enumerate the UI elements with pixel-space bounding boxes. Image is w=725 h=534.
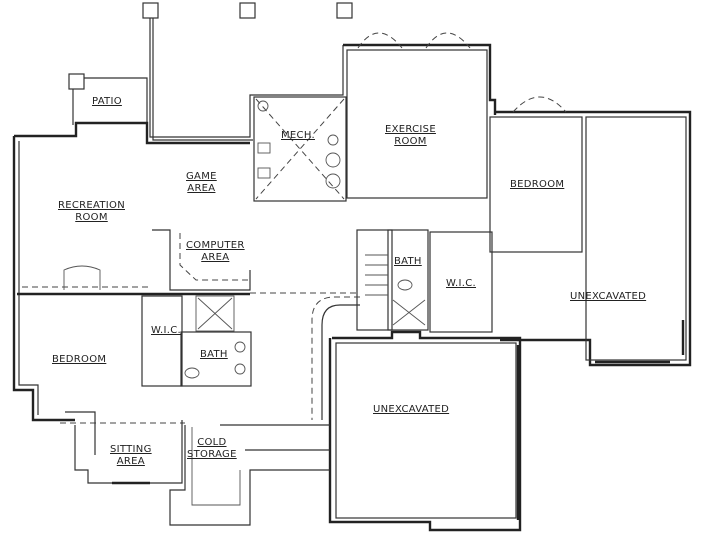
room-label-bedroom-east: BEDROOM [510, 179, 565, 190]
label-line: AREA [116, 456, 145, 467]
label-line: COLD [197, 437, 227, 448]
room-label-wic-center: W.I.C. [446, 278, 477, 289]
label-line: ROOM [75, 212, 108, 223]
room-label-wic-west: W.I.C. [151, 325, 182, 336]
room-label-unexcavated-east: UNEXCAVATED [570, 291, 647, 302]
label-line: COMPUTER [186, 240, 245, 251]
label-line: ROOM [394, 136, 427, 147]
label-line: AREA [201, 252, 230, 263]
label-line: STORAGE [187, 449, 237, 460]
room-label-patio: PATIO [92, 96, 122, 107]
room-label-bedroom-west: BEDROOM [52, 354, 107, 365]
room-label-bath-west: BATH [200, 349, 228, 360]
room-label-bath-center: BATH [394, 256, 422, 267]
column-post [142, 2, 159, 19]
label-line: EXERCISE [385, 124, 436, 135]
label-line: SITTING [110, 444, 152, 455]
room-label-mech: MECH. [281, 130, 315, 141]
column-post [239, 2, 256, 19]
column-post [336, 2, 353, 19]
column-post [68, 73, 85, 90]
label-line: RECREATION [58, 200, 125, 211]
room-label-unexcavated-south: UNEXCAVATED [373, 404, 450, 415]
label-line: GAME [186, 171, 217, 182]
label-line: AREA [187, 183, 216, 194]
